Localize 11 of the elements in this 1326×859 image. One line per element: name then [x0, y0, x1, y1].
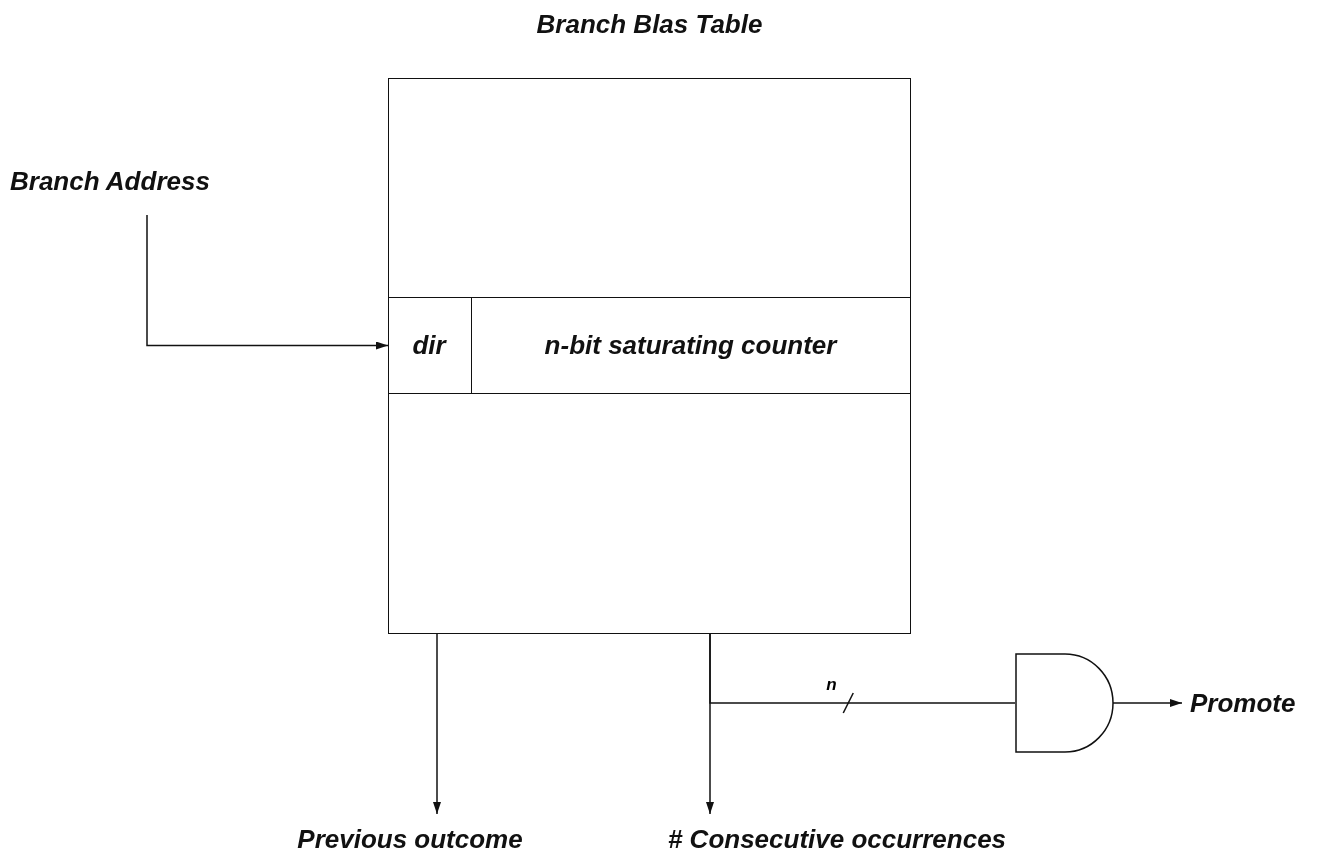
connector-line [709, 633, 1016, 704]
input-label: Branch Address [10, 168, 210, 194]
table-cell: n-bit saturating counter [470, 296, 911, 394]
arrow [433, 633, 441, 815]
arrow [146, 214, 389, 350]
table-cell: dir [387, 296, 472, 394]
table-title: Branch Blas Table [535, 11, 764, 37]
arrow [1112, 699, 1183, 707]
output-label: Previous outcome [297, 826, 523, 852]
output-label: # Consecutive occurrences [667, 826, 1007, 852]
output-label: Promote [1190, 690, 1296, 716]
